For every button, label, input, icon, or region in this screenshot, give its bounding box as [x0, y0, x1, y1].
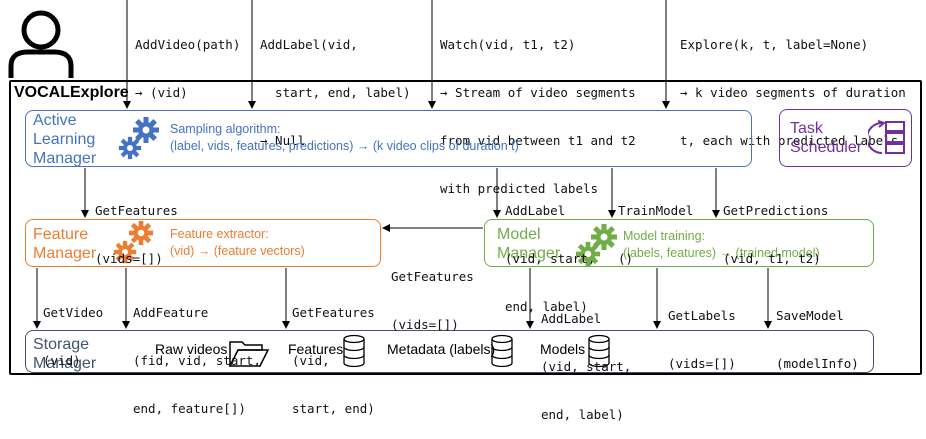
call-label: start, end) [292, 401, 375, 416]
database-icon [588, 334, 610, 368]
database-icon [343, 334, 365, 368]
call-label: (fid, vid, start, [133, 353, 261, 368]
call-label: () [618, 251, 634, 266]
feature-manager-label: Feature Manager [33, 225, 96, 263]
fm-name-2: Manager [33, 245, 97, 262]
feature-manager [25, 219, 381, 267]
alm-desc: Sampling algorithm: (label, vids, featur… [170, 121, 519, 155]
vocalexplore-frame [9, 80, 922, 375]
call-alm-getpredictions: GetPredictions (vid, t1, t2) [723, 171, 828, 283]
alm-name-3: Manager [33, 150, 97, 167]
fm-desc: Feature extractor: (vid) → (feature vect… [170, 226, 305, 260]
storage-item-features: Features [288, 341, 344, 357]
call-label: (vid, t1, t2) [723, 251, 821, 266]
gear-icon [113, 240, 137, 264]
call-alm-addlabel: AddLabel (vid, start, end, label) [505, 171, 595, 331]
model-manager-label: Model Manager [497, 225, 560, 263]
active-learning-manager [25, 110, 752, 167]
mm-desc-body: (labels, features) → (trained model) [623, 246, 820, 260]
call-label: GetLabels [668, 308, 736, 323]
call-label: end, label) [541, 407, 624, 422]
api-watch-sig: Watch(vid, t1, t2) [440, 37, 576, 52]
alm-name-2: Learning [33, 131, 96, 148]
fm-desc-title: Feature extractor: [170, 227, 269, 241]
fm-name-1: Feature [33, 226, 89, 243]
page-title: VOCALExplore [14, 84, 129, 101]
call-label: (vids=[]) [391, 317, 459, 332]
mm-name-2: Manager [497, 245, 561, 262]
active-learning-manager-label: Active Learning Manager [33, 111, 96, 168]
call-label: (vid, start, [541, 359, 632, 374]
mm-name-1: Model [497, 226, 541, 243]
call-label: SaveModel [776, 308, 844, 323]
call-label: end, feature[]) [133, 401, 246, 416]
call-label: GetFeatures [95, 203, 178, 218]
call-label: (vid, start, [505, 251, 596, 266]
sm-name-1: Storage [33, 336, 90, 353]
api-addlabel-args: start, end, label) [260, 85, 411, 100]
storage-manager [25, 330, 874, 373]
api-explore-ret2: t, each with predicted labels [680, 133, 899, 148]
call-fm-getvideo: GetVideo (vid) [43, 273, 103, 385]
task-scheduler-label: Task Scheduler [790, 119, 862, 157]
model-manager [484, 219, 874, 267]
folder-icon [228, 341, 270, 367]
gear-icon [575, 241, 601, 267]
api-explore: Explore(k, t, label=None) → k video segm… [680, 5, 906, 165]
api-explore-ret: → k video segments of duration [680, 85, 906, 100]
alm-desc-title: Sampling algorithm: [170, 122, 281, 136]
call-label: (modelInfo) [776, 356, 859, 371]
call-label: AddLabel [505, 203, 566, 218]
api-addlabel-ret: → Null [260, 133, 306, 148]
api-explore-sig: Explore(k, t, label=None) [680, 37, 869, 52]
database-icon [491, 334, 513, 368]
api-addvideo-ret: → (vid) [135, 85, 188, 100]
user-icon [8, 10, 74, 78]
ts-name-1: Task [790, 120, 823, 137]
call-label: GetFeatures [292, 305, 375, 320]
call-mm-getfeatures: GetFeatures (vids=[]) [391, 237, 474, 349]
call-label: GetFeatures [391, 269, 474, 284]
call-alm-getfeatures: GetFeatures (vids=[]) [95, 171, 178, 283]
call-alm-trainmodel: TrainModel () [618, 171, 693, 283]
call-label: AddFeature [133, 305, 209, 320]
call-label: (vids=[]) [668, 356, 736, 371]
call-mm-savemodel: SaveModel (modelInfo) [776, 276, 859, 388]
ts-name-2: Scheduler [790, 139, 863, 156]
sm-name-2: Manager [33, 355, 97, 372]
storage-manager-label: Storage Manager [33, 335, 96, 373]
arrows-layer [33, 0, 772, 329]
alm-name-1: Active [33, 112, 77, 129]
task-list-icon [868, 120, 905, 154]
call-mm-getlabels: GetLabels (vids=[]) [668, 276, 736, 388]
api-watch: Watch(vid, t1, t2) → Stream of video seg… [440, 5, 636, 213]
storage-item-metadata: Metadata (labels) [387, 341, 496, 357]
gear-icon [118, 136, 142, 160]
api-addvideo: AddVideo(path) → (vid) [135, 5, 240, 117]
storage-item-raw-videos: Raw videos [155, 341, 228, 357]
call-label: (vid) [43, 353, 81, 368]
api-addlabel: AddLabel(vid, start, end, label) → Null [260, 5, 411, 165]
task-scheduler [779, 109, 912, 167]
call-label: GetPredictions [723, 203, 829, 218]
api-addvideo-sig: AddVideo(path) [135, 37, 241, 52]
mm-desc: Model training: (labels, features) → (tr… [623, 228, 820, 262]
api-watch-ret2: from vid between t1 and t2 [440, 133, 636, 148]
call-label: TrainModel [618, 203, 694, 218]
storage-item-models: Models [540, 341, 586, 357]
gear-icon [128, 220, 154, 246]
call-label: end, label) [505, 299, 588, 314]
call-label: AddLabel [541, 311, 602, 326]
fm-desc-body: (vid) → (feature vectors) [170, 244, 305, 258]
alm-desc-body: (label, vids, features, predictions) → (… [170, 139, 519, 153]
api-watch-ret3: with predicted labels [440, 181, 599, 196]
api-addlabel-sig: AddLabel(vid, [260, 37, 358, 52]
api-watch-ret: → Stream of video segments [440, 85, 636, 100]
call-label: GetVideo [43, 305, 104, 320]
call-label: (vid, [292, 353, 330, 368]
call-label: (vids=[]) [95, 251, 163, 266]
mm-desc-title: Model training: [623, 229, 705, 243]
gear-icon [133, 117, 159, 143]
